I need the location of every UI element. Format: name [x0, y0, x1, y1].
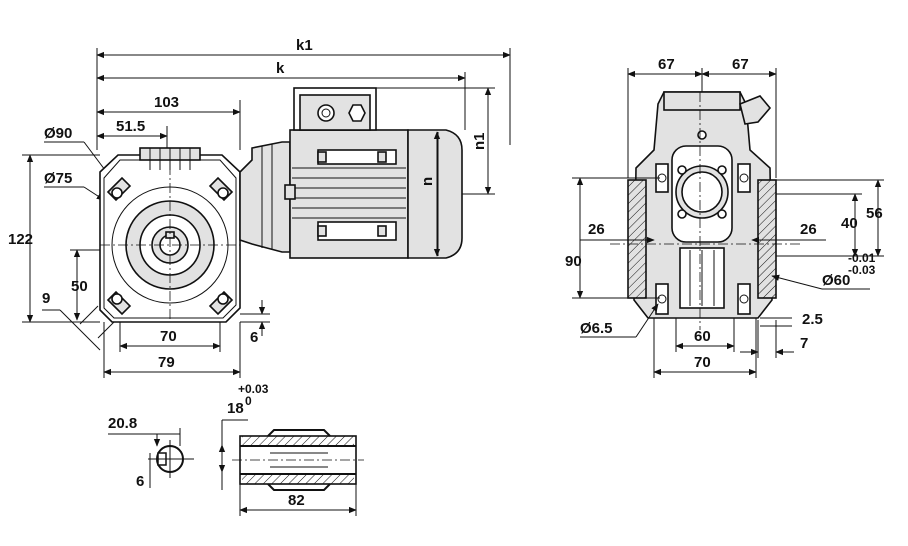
dim-18: 18	[227, 400, 244, 417]
output-bore	[100, 165, 240, 320]
dim-dia6-5: Ø6.5	[580, 320, 613, 337]
dim-70-front: 70	[160, 328, 177, 345]
dim-40: 40	[841, 215, 858, 232]
dim-26-right: 26	[800, 221, 817, 238]
dim-51-5: 51.5	[116, 118, 145, 135]
tol-upper-shaft: +0.03	[238, 382, 269, 396]
dim-n1: n1	[471, 132, 488, 150]
side-ribs	[679, 247, 725, 309]
fan-cover	[407, 129, 463, 259]
dim-122: 122	[8, 231, 33, 248]
front-view: k1 k 103 51.5 Ø90 Ø75 122 50 9	[8, 37, 511, 378]
dim-6-shaft: 6	[136, 473, 144, 490]
hollow-shaft	[232, 429, 364, 491]
dim-dia60: Ø60	[822, 272, 850, 289]
dim-103: 103	[154, 94, 179, 111]
shaft-view: 20.8 6 18 +0.03 0 82	[108, 382, 364, 516]
dim-9: 9	[42, 290, 50, 307]
dim-67-left: 67	[658, 56, 675, 73]
dim-67-right: 67	[732, 56, 749, 73]
dim-20-8: 20.8	[108, 415, 137, 432]
dim-26-left: 26	[588, 221, 605, 238]
dim-k1: k1	[296, 37, 313, 54]
side-foot-holes	[655, 163, 751, 315]
side-view: 67 67	[565, 56, 884, 378]
tol-lower-shaft: 0	[245, 394, 252, 408]
dim-79: 79	[158, 354, 175, 371]
dim-dia90: Ø90	[44, 125, 72, 142]
dim-60: 60	[694, 328, 711, 345]
dim-50: 50	[71, 278, 88, 295]
mounting-slots	[106, 176, 234, 316]
dim-n: n	[419, 177, 436, 186]
dim-90: 90	[565, 253, 582, 270]
tol-lower-side: -0.03	[848, 263, 876, 277]
dim-6-front: 6	[250, 329, 258, 346]
keyway-section	[148, 428, 194, 478]
dim-56: 56	[866, 205, 883, 222]
dim-k: k	[276, 60, 285, 77]
dim-2-5: 2.5	[802, 311, 823, 328]
tol-upper-side: -0.01	[848, 251, 876, 265]
dim-82: 82	[288, 492, 305, 509]
motor-flange	[239, 141, 291, 253]
dim-7: 7	[800, 335, 808, 352]
cooling-fins	[139, 147, 201, 170]
terminal-box	[293, 87, 377, 131]
dim-70-side: 70	[694, 354, 711, 371]
dim-dia75: Ø75	[44, 170, 72, 187]
motor-fins	[284, 149, 406, 241]
side-output-flange	[671, 130, 733, 243]
